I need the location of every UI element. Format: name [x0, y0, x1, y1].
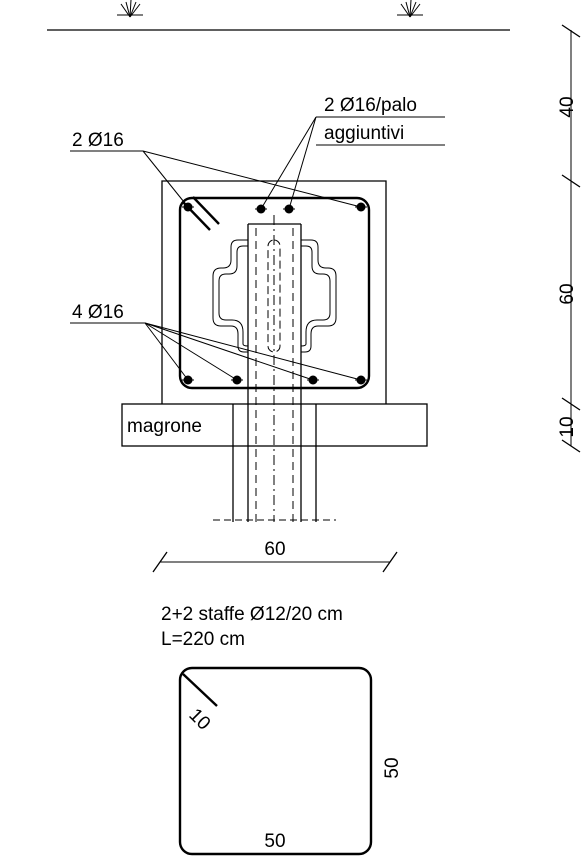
concrete-block: [161, 180, 387, 404]
label-bottom-bars: 4 Ø16: [70, 302, 362, 381]
top-bars-text: 2 Ø16: [72, 130, 124, 151]
pile-hooks: [212, 239, 337, 353]
pile: [213, 215, 336, 522]
bottom-bars-text: 4 Ø16: [72, 302, 124, 323]
grass-symbol-left: [117, 0, 143, 18]
label-extra-bars: 2 Ø16/palo aggiuntivi: [260, 95, 445, 210]
stirrup-shape: [178, 666, 373, 856]
ground-line: [47, 0, 510, 31]
stirrup-detail: 2+2 staffe Ø12/20 cm L=220 cm 10 50 50: [161, 604, 403, 856]
dim-text-60: 60: [557, 283, 578, 304]
dim-text-10: 10: [557, 416, 578, 437]
stirrup-side-text: 50: [382, 757, 403, 778]
stirrup-hook-text: 10: [184, 705, 214, 735]
vertical-dimension: 40 60 10: [557, 24, 581, 453]
stirrup-base-text: 50: [264, 831, 285, 852]
label-top-bars: 2 Ø16: [70, 130, 362, 208]
extra-bars-text-1: 2 Ø16/palo: [324, 95, 417, 116]
grass-symbol-right: [397, 0, 423, 18]
magrone-label: magrone: [127, 416, 202, 437]
stirrup-cage: [178, 196, 371, 390]
width-dimension: 60: [152, 539, 398, 573]
stirrup-length: L=220 cm: [161, 629, 245, 650]
width-dim-text: 60: [264, 539, 285, 560]
extra-bars-text-2: aggiuntivi: [324, 123, 404, 144]
dim-text-40: 40: [557, 96, 578, 117]
stirrup-title: 2+2 staffe Ø12/20 cm: [161, 604, 343, 625]
